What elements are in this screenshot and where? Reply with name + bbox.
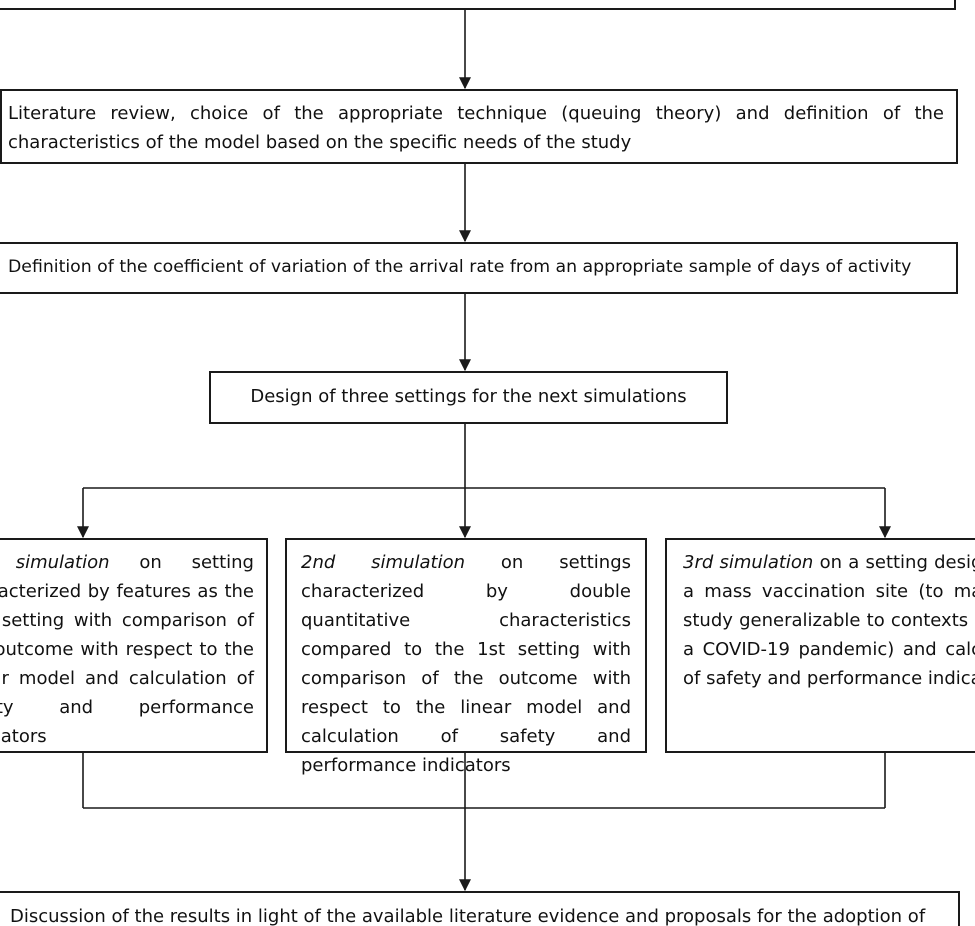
coefficient-definition-box: Definition of the coefficient of variati… xyxy=(0,242,958,294)
second-simulation-box: 2nd simulation on settings characterized… xyxy=(285,538,647,776)
third-simulation-label: 3rd simulation xyxy=(683,552,814,573)
design-settings-box: Design of three settings for the next si… xyxy=(209,371,728,424)
second-simulation-text: on settings characterized by double quan… xyxy=(301,552,631,776)
coefficient-definition-text: Definition of the coefficient of variati… xyxy=(8,257,912,277)
literature-review-text: Literature review, choice of the appropr… xyxy=(8,103,944,153)
first-simulation-box: 1st simulation on setting characterized … xyxy=(0,538,268,753)
discussion-box: Discussion of the results in light of th… xyxy=(0,891,960,926)
first-simulation-text: on setting characterized by features as … xyxy=(0,552,254,747)
literature-review-box: Literature review, choice of the appropr… xyxy=(0,89,958,164)
first-simulation-label: 1st simulation xyxy=(0,552,110,573)
discussion-text: Discussion of the results in light of th… xyxy=(10,906,926,926)
third-simulation-text: on a setting designed as a mass vaccinat… xyxy=(683,552,975,689)
top-step-box xyxy=(0,0,956,10)
second-simulation-label: 2nd simulation xyxy=(301,552,466,573)
third-simulation-box: 3rd simulation on a setting designed as … xyxy=(665,538,975,753)
design-settings-text: Design of three settings for the next si… xyxy=(250,386,687,407)
